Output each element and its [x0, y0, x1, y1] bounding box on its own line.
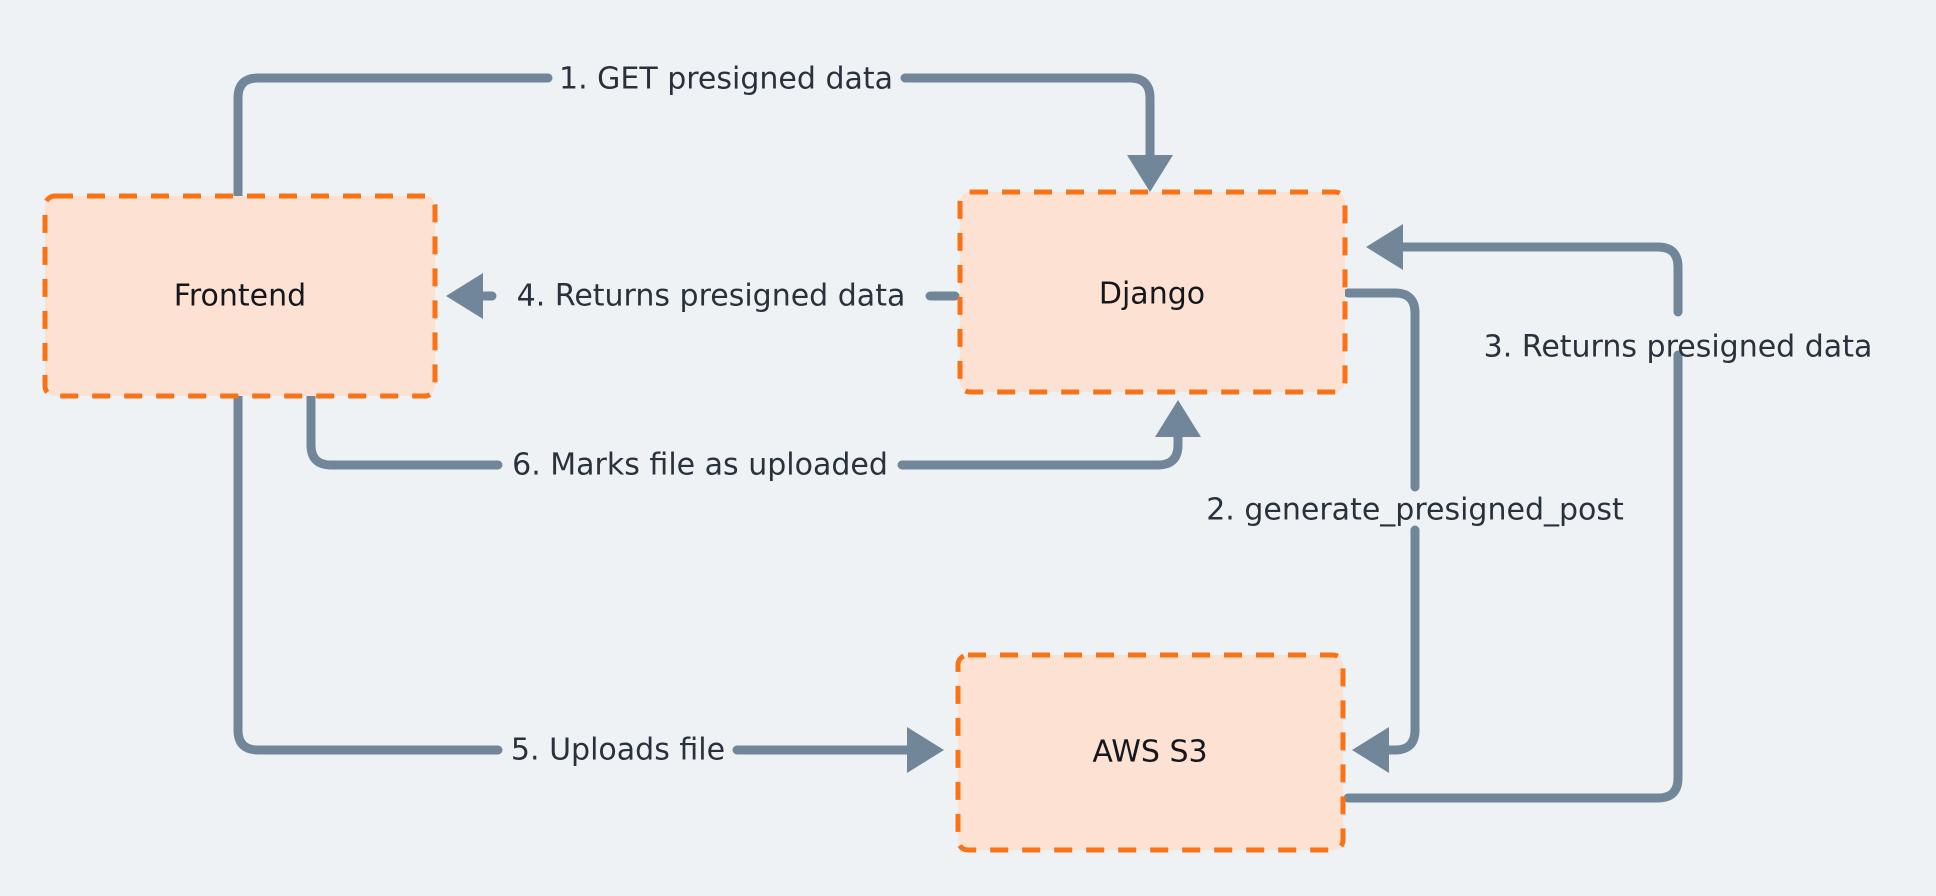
edge-1-label: 1. GET presigned data: [559, 62, 893, 97]
edge-3-line-lower: [1343, 350, 1683, 803]
edge-1-arrowhead: [1127, 155, 1173, 192]
edge-4-label: 4. Returns presigned data: [517, 279, 906, 314]
edge-1-line-right: [900, 73, 1155, 165]
node-frontend-box[interactable]: [42, 193, 438, 399]
edge-2-line-upper: [1343, 288, 1420, 492]
node-django-label: Django: [1099, 277, 1205, 312]
edge-2-generate-presigned-post: [1343, 288, 1420, 773]
edge-6-arrowhead: [1155, 400, 1201, 437]
node-aws-s3[interactable]: AWS S3: [955, 652, 1346, 853]
edge-2-label: 2. generate_presigned_post: [1206, 493, 1624, 528]
edge-4-arrowhead: [446, 273, 483, 319]
edge-1-get-presigned-data: [233, 73, 1173, 201]
edge-4-returns-presigned-data: [446, 273, 960, 319]
edge-5-arrowhead: [907, 727, 944, 773]
edge-6-line-left: [306, 391, 503, 470]
edge-3-arrowhead: [1366, 224, 1403, 270]
edge-5-label: 5. Uploads file: [511, 733, 725, 768]
node-frontend-label: Frontend: [174, 279, 306, 314]
edge-6-label: 6. Marks file as uploaded: [512, 448, 888, 483]
edge-6-marks-file-as-uploaded: [306, 391, 1201, 470]
node-aws-s3-label: AWS S3: [1092, 735, 1207, 770]
edge-3-label: 3. Returns presigned data: [1484, 330, 1873, 365]
node-django[interactable]: Django: [957, 189, 1348, 395]
node-aws-s3-box[interactable]: [955, 652, 1346, 853]
edge-2-arrowhead: [1352, 727, 1389, 773]
edge-5-uploads-file: [233, 391, 944, 773]
edge-6-line-right: [897, 427, 1183, 470]
edge-3-line-upper: [1393, 242, 1683, 317]
node-frontend[interactable]: Frontend: [42, 193, 438, 399]
edge-1-line-left: [233, 73, 553, 201]
edge-5-line-left: [233, 391, 503, 755]
node-django-box[interactable]: [957, 189, 1348, 395]
edge-2-line-lower: [1380, 525, 1420, 755]
edge-3-returns-presigned-data: [1343, 224, 1683, 803]
